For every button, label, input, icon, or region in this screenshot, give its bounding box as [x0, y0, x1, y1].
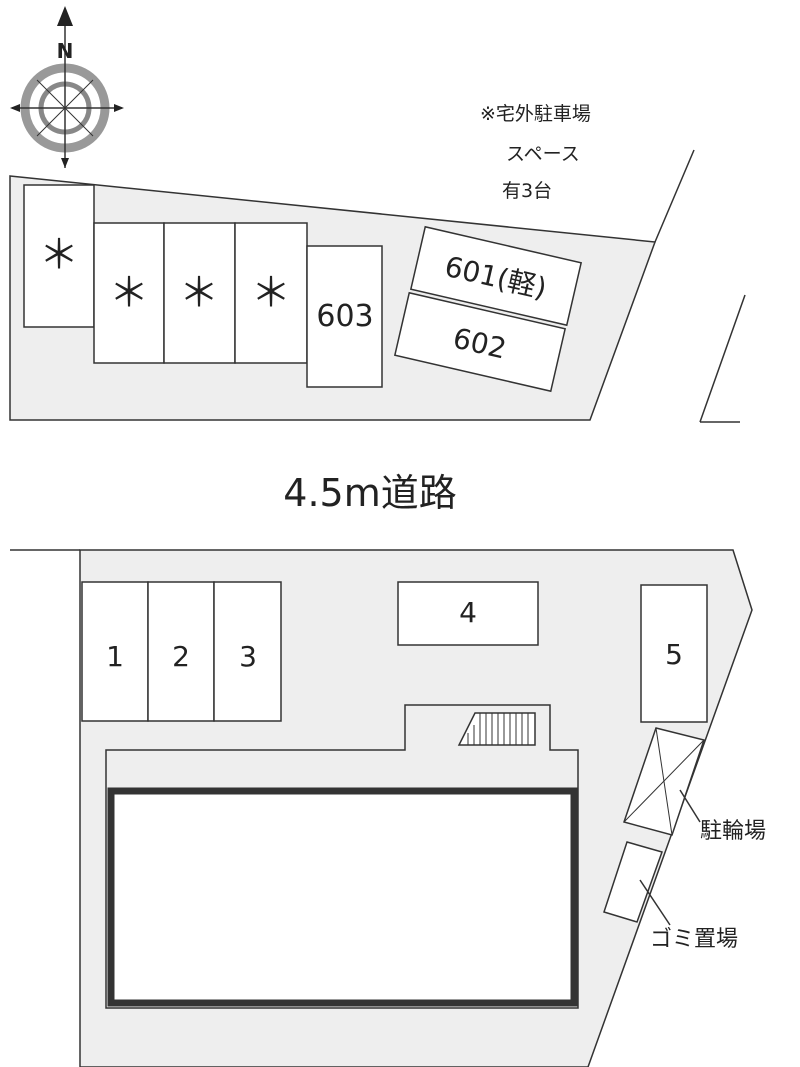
space-label-1: 1	[106, 640, 124, 673]
parking-space-2	[147, 581, 215, 722]
asterisk-label-3: ＊	[179, 270, 219, 316]
east-arrow-icon	[114, 104, 124, 112]
space-label-5: 5	[665, 638, 683, 671]
space-label-4: 4	[459, 596, 477, 629]
parking-space-4	[397, 581, 539, 646]
north-arrow-icon	[57, 6, 73, 26]
offsite-note-line1: ※宅外駐車場	[480, 103, 591, 125]
parking-space-asterisk-3	[163, 222, 236, 364]
asterisk-label-4: ＊	[251, 270, 291, 316]
offsite-note-line3: 有3台	[502, 180, 552, 202]
garbage-area-label: ゴミ置場	[650, 927, 738, 952]
north-lot-boundary-east	[699, 294, 746, 423]
north-lot: ＊ ＊ ＊ ＊ 603 601(軽) 602	[9, 149, 746, 423]
building-main-block	[107, 787, 578, 1007]
parking-space-3	[213, 581, 282, 722]
south-lot: 1 2 3 4 5 駐輪場	[10, 549, 766, 1067]
asterisk-label-1: ＊	[39, 232, 79, 278]
compass-diagonal-2	[36, 79, 94, 137]
space-label-3: 3	[239, 640, 257, 673]
bicycle-parking-label: 駐輪場	[700, 819, 766, 844]
road-label: 4.5m道路	[283, 471, 456, 515]
west-arrow-icon	[10, 104, 20, 112]
stairs-icon	[457, 712, 536, 746]
compass-north-label: N	[57, 39, 74, 63]
garbage-area	[603, 841, 663, 923]
parking-space-1	[81, 581, 149, 722]
space-label-2: 2	[172, 640, 190, 673]
bicycle-parking-area	[623, 727, 705, 836]
north-lot-boundary-ne	[654, 149, 695, 243]
parking-space-asterisk-4	[234, 222, 308, 364]
garbage-area-leader	[639, 879, 671, 926]
compass: N	[10, 6, 124, 168]
offsite-note-line2: スペース	[506, 143, 580, 165]
space-label-603: 603	[316, 299, 373, 334]
parking-space-601: 601(軽)	[409, 225, 583, 327]
south-arrow-icon	[61, 158, 69, 168]
parking-space-602: 602	[393, 291, 567, 393]
asterisk-label-2: ＊	[109, 270, 149, 316]
offsite-parking-note: ※宅外駐車場 スペース 有3台	[480, 103, 591, 202]
bicycle-parking-leader	[679, 789, 701, 823]
parking-space-603	[306, 245, 383, 388]
parking-space-5	[640, 584, 708, 723]
